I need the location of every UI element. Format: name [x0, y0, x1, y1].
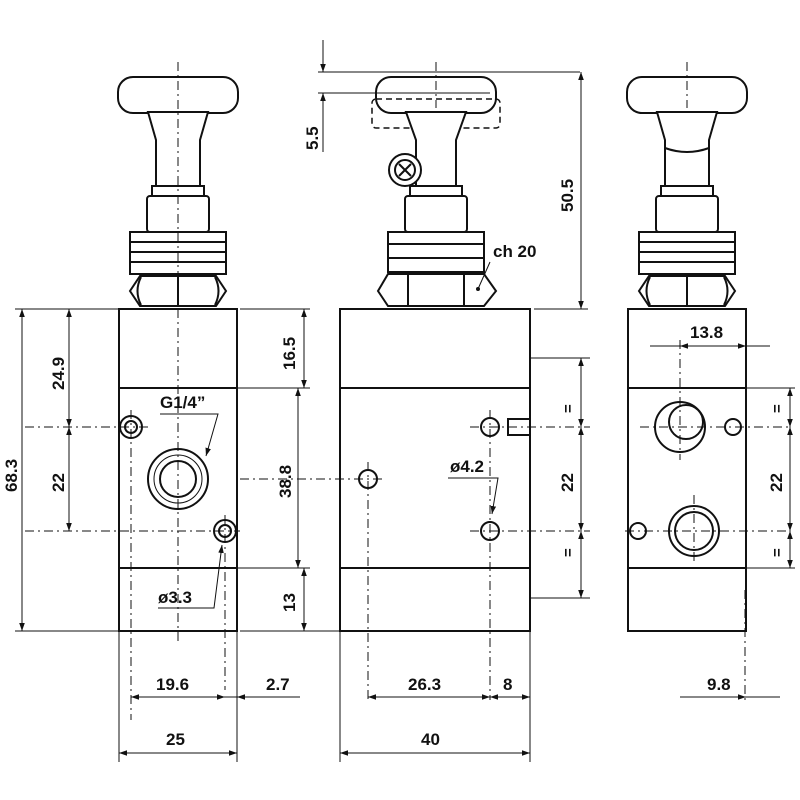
- dim-top-16-5: 16.5: [280, 337, 299, 370]
- rear-body: [627, 308, 747, 632]
- dim-wrench-size: ch 20: [493, 242, 536, 261]
- dim-rear-13-8: 13.8: [690, 323, 723, 342]
- dim-front-2-7: 2.7: [266, 675, 290, 694]
- dim-overall-height: 50.5: [558, 179, 577, 212]
- dim-side-8: 8: [503, 675, 512, 694]
- side-view: [240, 62, 590, 700]
- hole-4-2-label: ø4.2: [450, 457, 484, 476]
- dimension-lines: [15, 40, 795, 762]
- port-thread-label: G1/4”: [160, 393, 205, 412]
- side-bonnet: [404, 195, 468, 233]
- dim-front-width: 25: [166, 730, 185, 749]
- dim-body-height: 68.3: [2, 459, 21, 492]
- front-view: [25, 62, 240, 720]
- dim-section-38-8: 38.8: [276, 465, 295, 498]
- dim-side-spacing-22: 22: [558, 473, 577, 492]
- dim-bottom-13: 13: [280, 593, 299, 612]
- equal-mark-rear-top: =: [769, 404, 786, 413]
- equal-mark-side-bottom: =: [560, 548, 577, 557]
- dim-front-19-6: 19.6: [156, 675, 189, 694]
- dim-side-width: 40: [421, 730, 440, 749]
- equal-mark-side-top: =: [560, 404, 577, 413]
- dim-side-26-3: 26.3: [408, 675, 441, 694]
- rear-view: [625, 62, 790, 700]
- hole-3-3-label: ø3.3: [158, 588, 192, 607]
- side-rings: [387, 231, 485, 273]
- side-collar: [409, 185, 463, 197]
- dim-middle-22: 22: [49, 473, 68, 492]
- dim-cap-height: 5.5: [303, 126, 322, 150]
- rear-collar: [660, 185, 714, 197]
- equal-mark-rear-bottom: =: [769, 548, 786, 557]
- rear-bonnet: [655, 195, 719, 233]
- side-hole-bottom: [480, 521, 500, 541]
- dim-rear-9-8: 9.8: [707, 675, 731, 694]
- dim-rear-spacing-22: 22: [767, 473, 786, 492]
- dim-top-24-9: 24.9: [49, 357, 68, 390]
